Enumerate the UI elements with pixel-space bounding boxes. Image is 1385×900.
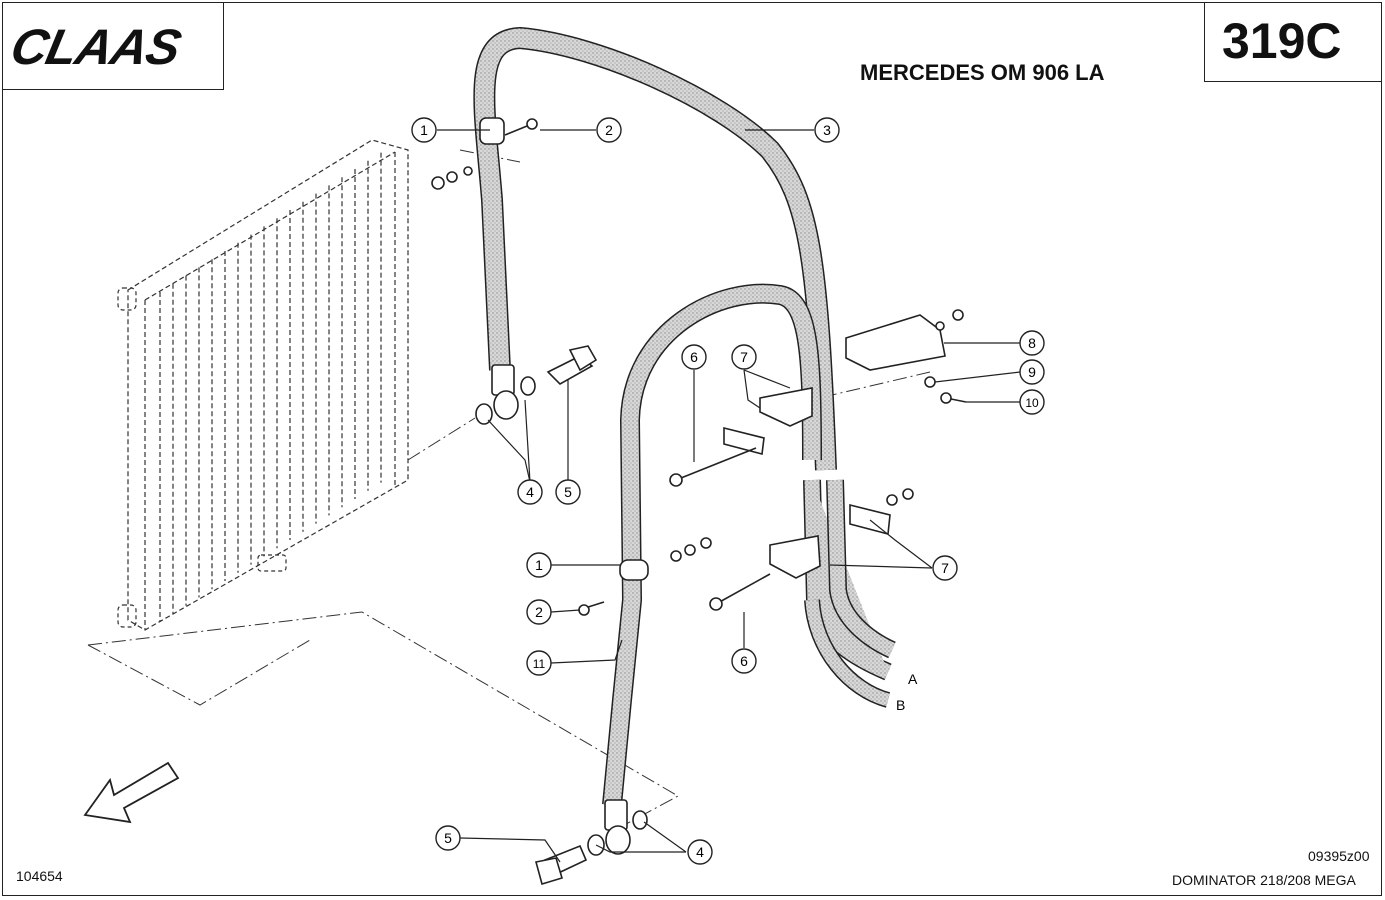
callout-number: 10 — [1025, 396, 1039, 410]
hose-end-labels: AB — [896, 671, 918, 713]
callout-c5b: 5 — [435, 825, 461, 851]
callout-circle — [814, 117, 840, 143]
callout-circle — [526, 650, 552, 676]
callout-number: 11 — [533, 657, 546, 671]
callout-c7b: 7 — [932, 555, 958, 581]
callout-c7a: 7 — [731, 344, 757, 370]
callout-number: 4 — [526, 484, 534, 500]
callout-number: 1 — [535, 557, 543, 573]
callout-circle — [526, 552, 552, 578]
callout-c1a: 1 — [411, 117, 437, 143]
callout-circle — [731, 648, 757, 674]
callout-circle — [555, 479, 581, 505]
callout-circle — [681, 344, 707, 370]
callout-number: 9 — [1028, 364, 1036, 380]
callout-c6b: 6 — [731, 648, 757, 674]
hose-11 — [602, 283, 822, 806]
callout-c4b: 4 — [687, 839, 713, 865]
callout-circle — [731, 344, 757, 370]
page-code: 319C — [1222, 13, 1342, 69]
callout-c4a: 4 — [517, 479, 543, 505]
callout-circle — [526, 599, 552, 625]
callout-c11: 11 — [526, 650, 552, 676]
callout-circle — [1019, 389, 1045, 415]
callout-c1b: 1 — [526, 552, 552, 578]
callout-c2b: 2 — [526, 599, 552, 625]
callout-number: 7 — [941, 560, 949, 576]
hose-end-label-endB: B — [896, 697, 905, 713]
callout-circle — [1019, 330, 1045, 356]
callout-number: 5 — [444, 830, 452, 846]
callout-circle — [1019, 359, 1045, 385]
callout-number: 8 — [1028, 335, 1036, 351]
callout-number: 2 — [535, 604, 543, 620]
callout-circle — [435, 825, 461, 851]
callouts: 1 2 3 4 5 6 7 8 9 10 1 2 7 11 6 5 4 — [411, 117, 1045, 865]
callout-number: 5 — [564, 484, 572, 500]
callout-c8: 8 — [1019, 330, 1045, 356]
callout-number: 7 — [740, 349, 748, 365]
drawing-number: 104654 — [16, 868, 63, 884]
reference-code: 09395z00 — [1308, 848, 1370, 864]
model-name: DOMINATOR 218/208 MEGA — [1172, 872, 1356, 888]
header-box-right — [1204, 2, 1382, 82]
callout-c10: 10 — [1019, 389, 1045, 415]
radiator-fittings — [117, 287, 287, 628]
hose-3 — [473, 26, 837, 471]
callout-circle — [687, 839, 713, 865]
callout-c9: 9 — [1019, 359, 1045, 385]
callout-circle — [596, 117, 622, 143]
callout-circle — [932, 555, 958, 581]
callout-number: 4 — [696, 844, 704, 860]
callout-c6a: 6 — [681, 344, 707, 370]
hose-end-label-endA: A — [908, 671, 918, 687]
direction-arrow-icon — [83, 761, 180, 824]
callout-number: 6 — [690, 349, 698, 365]
callout-c3: 3 — [814, 117, 840, 143]
hardware — [431, 117, 967, 886]
callout-circle — [517, 479, 543, 505]
callout-number: 6 — [740, 653, 748, 669]
header-divider-left — [2, 2, 224, 90]
leader-lines — [437, 129, 1021, 863]
callout-number: 2 — [605, 122, 613, 138]
callout-circle — [411, 117, 437, 143]
callout-c5a: 5 — [555, 479, 581, 505]
engine-title: MERCEDES OM 906 LA — [860, 60, 1105, 85]
hose-ends-ab — [803, 479, 896, 708]
radiator — [127, 139, 409, 631]
callout-number: 1 — [420, 122, 428, 138]
callout-number: 3 — [823, 122, 831, 138]
callout-c2a: 2 — [596, 117, 622, 143]
